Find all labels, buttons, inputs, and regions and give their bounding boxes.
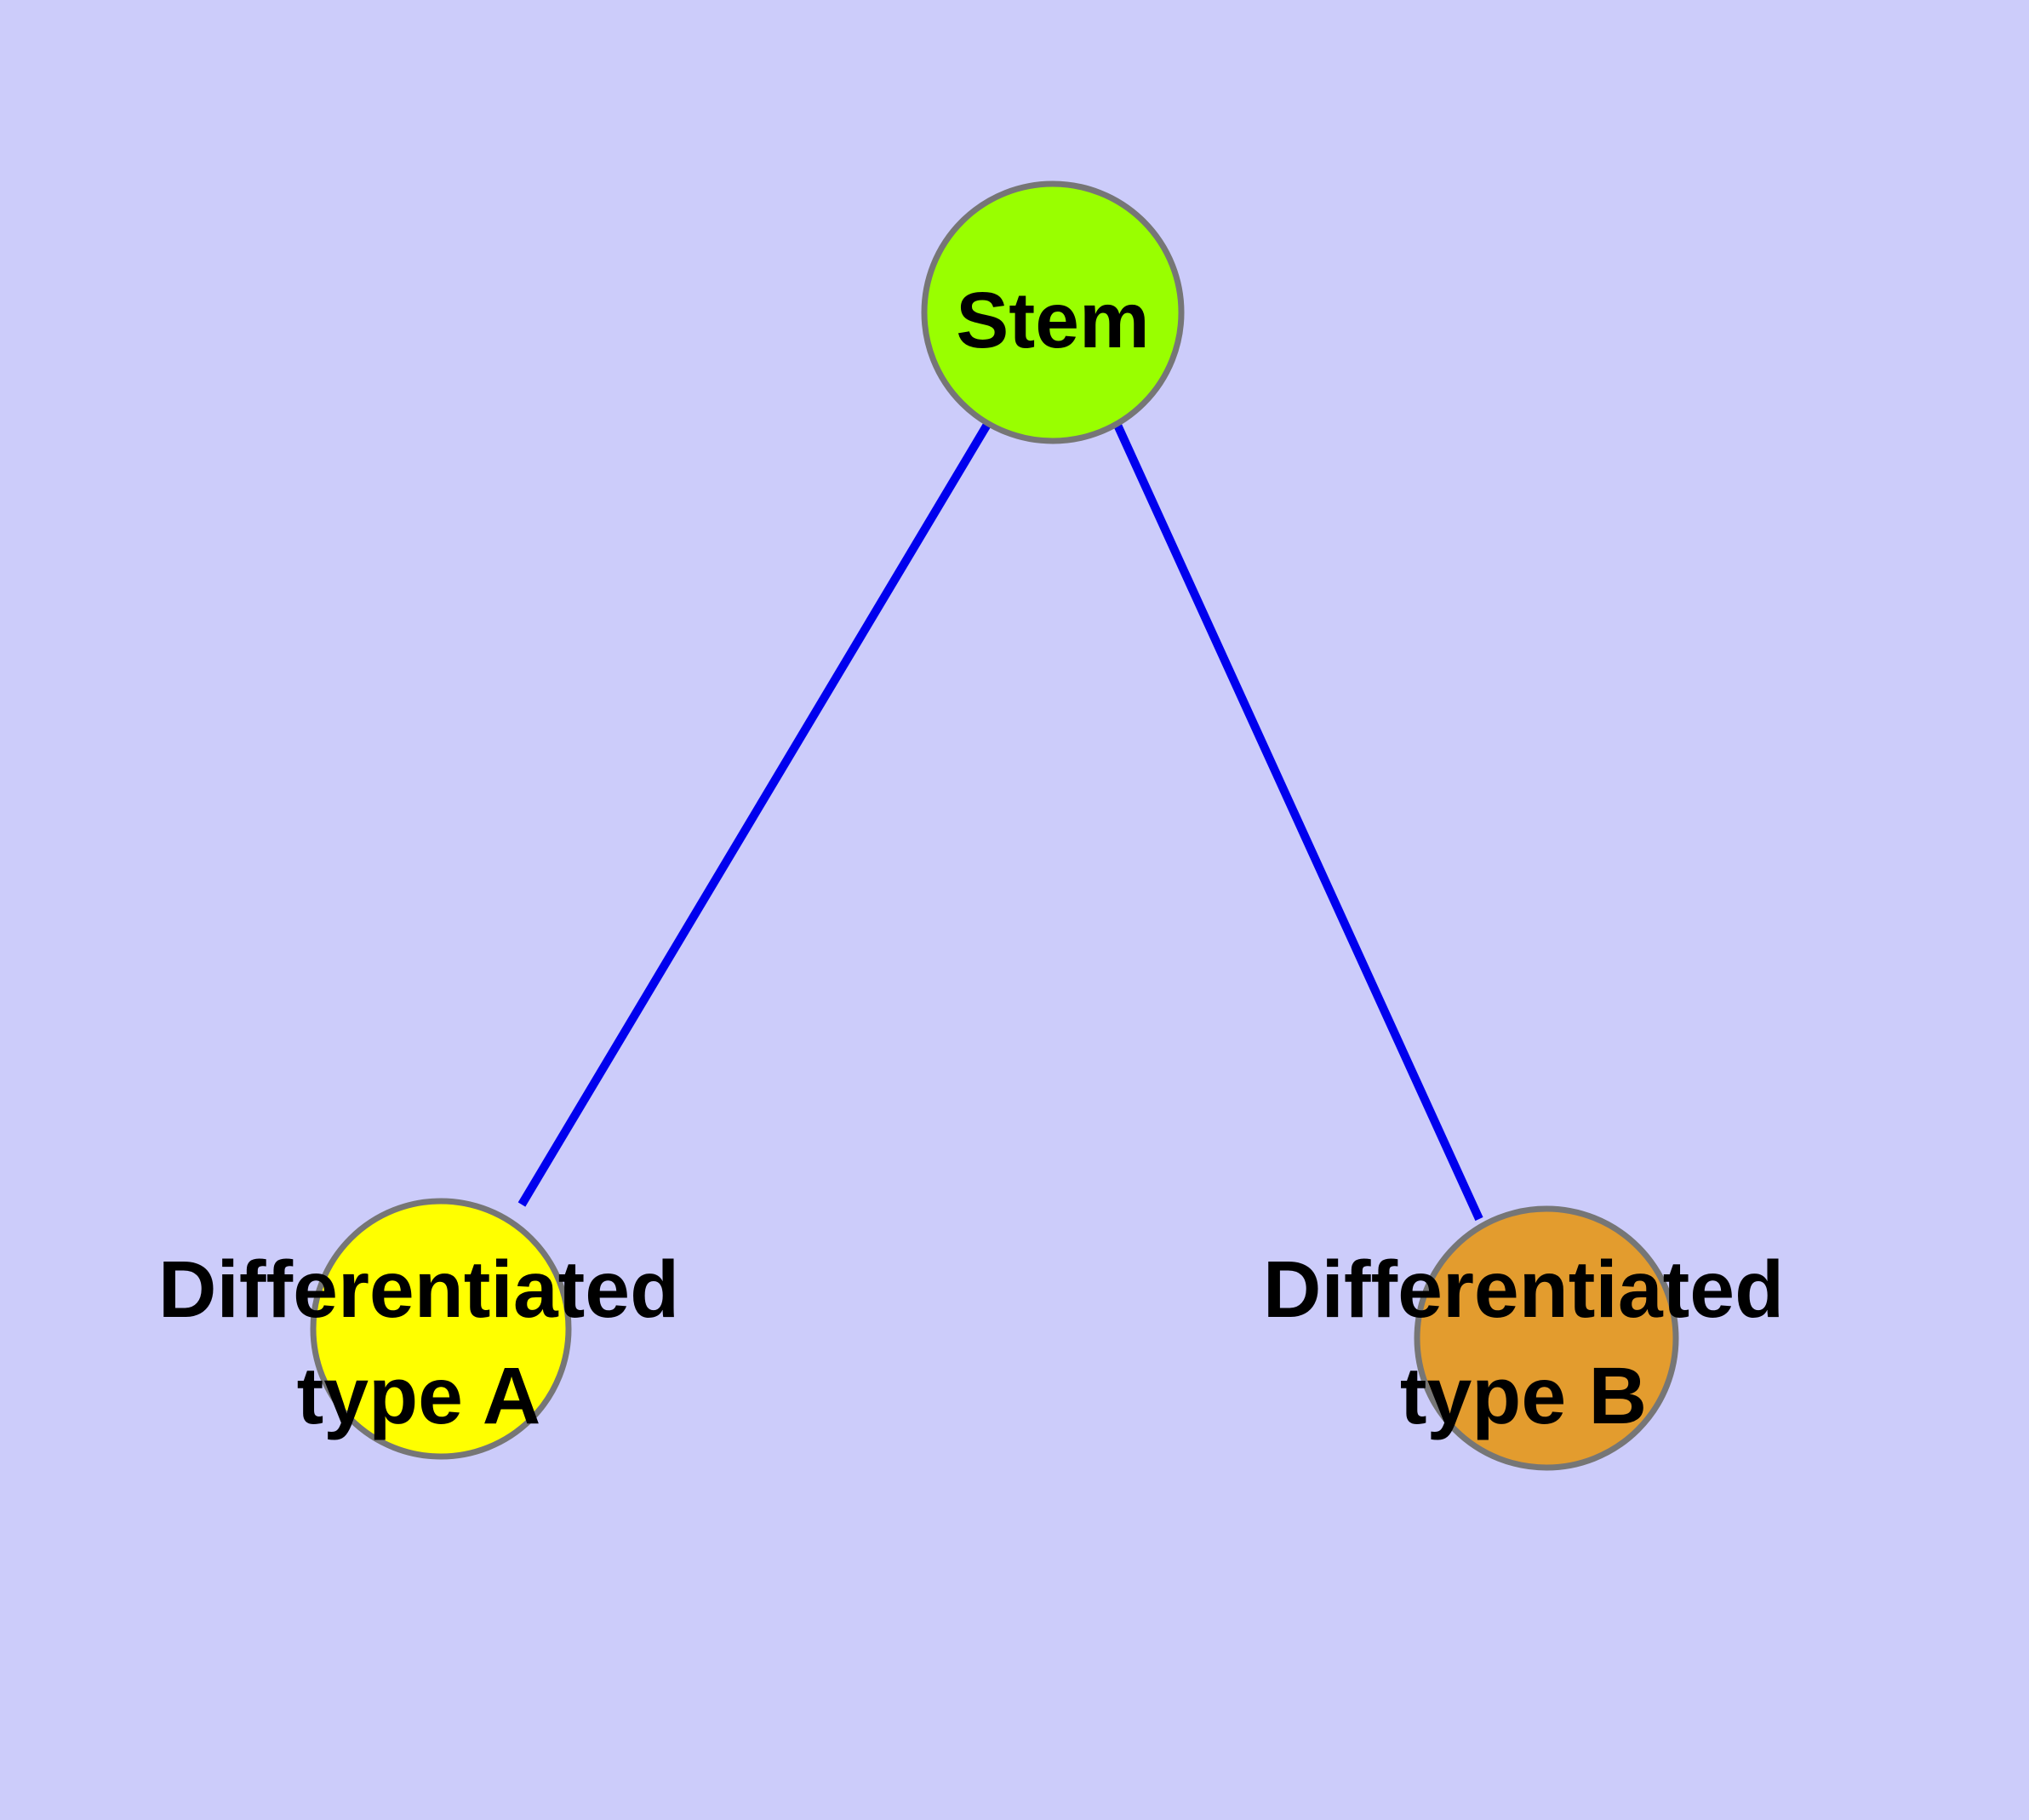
node-label-differentiated-type-a-line1: Differentiated	[158, 1245, 679, 1335]
node-stem[interactable]	[921, 180, 1185, 444]
node-label-differentiated-type-a-line2: type A	[297, 1351, 541, 1441]
node-label-stem: Stem	[956, 276, 1149, 364]
node-differentiated-type-b[interactable]	[1414, 1205, 1679, 1471]
nodes-layer	[310, 180, 1679, 1471]
node-label-differentiated-type-b-line2: type B	[1400, 1351, 1647, 1441]
node-differentiated-type-a[interactable]	[310, 1198, 572, 1460]
labels-layer: Stem Differentiated type A Differentiate…	[158, 276, 1784, 1441]
edge-stem-to-differentiated-type-b[interactable]	[1112, 421, 1483, 1222]
edges-layer	[517, 421, 1483, 1222]
edge-stem-to-differentiated-type-a[interactable]	[517, 421, 992, 1207]
node-label-differentiated-type-b-line1: Differentiated	[1263, 1245, 1784, 1335]
